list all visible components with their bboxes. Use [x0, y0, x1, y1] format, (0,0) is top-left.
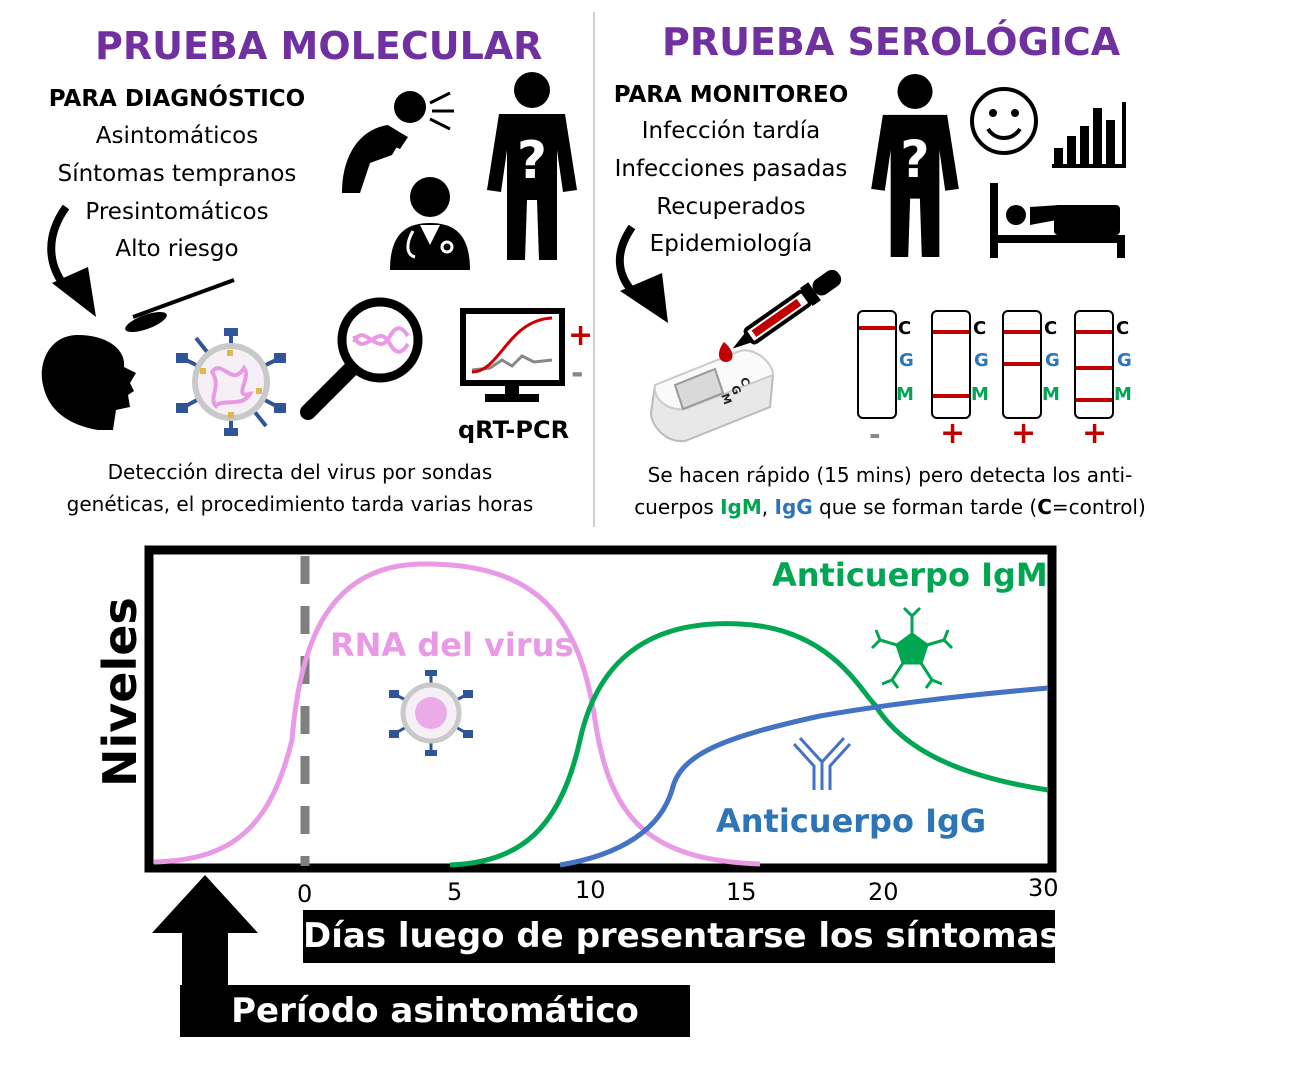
strip-label-m: M [1114, 384, 1132, 405]
strip-label-m: M [1042, 384, 1060, 405]
serological-description-line1: Se hacen rápido (15 mins) pero detecta l… [647, 463, 1133, 487]
rna-curve [153, 561, 761, 867]
strip-label-g: G [1045, 350, 1060, 371]
strip-result: + [940, 416, 966, 451]
molecular-subtitle: PARA DIAGNÓSTICO [48, 86, 306, 112]
x-tick: 0 [297, 880, 313, 908]
molecular-item: Asintomáticos [95, 123, 259, 149]
curved-arrow-icon [47, 205, 96, 317]
igm-series-label: Anticuerpo IgM [772, 556, 1048, 594]
strip-label-c: C [1116, 318, 1130, 339]
x-tick: 30 [1028, 874, 1059, 902]
curved-arrow-icon [616, 225, 668, 323]
strip-label-m: M [896, 384, 914, 405]
strip-result: - [869, 418, 881, 451]
x-tick: 10 [575, 876, 606, 904]
nasal-swab-icon [41, 278, 235, 430]
serological-item: Infección tardía [641, 118, 821, 144]
strip-label-c: C [1044, 318, 1058, 339]
igm-line [1076, 398, 1112, 402]
svg-text:G: G [728, 384, 743, 397]
panel-divider [593, 12, 595, 527]
igm-pentamer-icon [870, 606, 954, 689]
serological-description-line2: cuerpos IgM, IgG que se forman tarde (C=… [634, 495, 1146, 519]
molecular-item: Presintomáticos [85, 199, 269, 225]
magnifier-dna-icon [300, 297, 423, 420]
igg-text: IgG [774, 495, 813, 519]
molecular-item: Alto riesgo [115, 236, 239, 262]
unknown-person-icon: ? [487, 72, 577, 260]
virus-icon [176, 328, 286, 436]
igm-text: IgM [720, 495, 762, 519]
bed-icon [990, 183, 1125, 258]
test-strip-igm-positive [931, 310, 971, 419]
x-tick: 5 [447, 878, 463, 906]
test-strip-igg-positive [1002, 310, 1042, 419]
igg-curve [559, 685, 1049, 868]
control-line [1076, 330, 1112, 334]
serological-item: Epidemiología [649, 231, 813, 257]
igg-series-label: Anticuerpo IgG [716, 802, 987, 840]
strip-result: + [1011, 416, 1037, 451]
control-line [933, 330, 969, 334]
igg-antibody-icon [792, 736, 852, 790]
svg-text:?: ? [900, 130, 929, 189]
molecular-title: PRUEBA MOLECULAR [95, 24, 543, 68]
y-axis-label: Niveles [93, 597, 147, 787]
test-strip-negative [857, 310, 897, 419]
svg-text:?: ? [517, 131, 547, 191]
control-line [859, 326, 895, 330]
control-letter: C [1037, 495, 1052, 519]
test-strip-both-positive [1074, 310, 1114, 419]
x-tick: 20 [868, 878, 899, 906]
asymptomatic-period-label: Período asintomático [180, 985, 690, 1037]
unknown-person-icon: ? [871, 73, 959, 257]
pcr-minus: - [571, 356, 584, 391]
rapid-test-cassette-icon: C G M [649, 349, 775, 443]
igg-line [1004, 362, 1040, 366]
igg-line [1076, 366, 1112, 370]
strip-label-g: G [974, 350, 989, 371]
strip-label-m: M [971, 384, 989, 405]
strip-label-c: C [898, 318, 912, 339]
x-tick: 15 [726, 878, 757, 906]
virus-icon [389, 670, 473, 756]
igm-curve [449, 621, 1049, 868]
strip-label-g: G [1117, 350, 1132, 371]
molecular-description-line1: Detección directa del virus por sondas [107, 460, 493, 484]
igm-line [933, 394, 969, 398]
molecular-description-line2: genéticas, el procedimiento tarda varias… [66, 492, 534, 516]
serological-item: Infecciones pasadas [614, 156, 848, 182]
x-axis-label: Días luego de presentarse los síntomas [303, 910, 1060, 963]
pcr-label: qRT-PCR [458, 416, 570, 444]
serological-item: Recuperados [656, 194, 806, 220]
rna-series-label: RNA del virus [330, 626, 574, 664]
bar-chart-icon [1052, 102, 1126, 168]
molecular-item: Síntomas tempranos [57, 161, 297, 187]
pcr-plus: + [568, 318, 594, 353]
smiley-icon [970, 87, 1038, 155]
strip-label-c: C [973, 318, 987, 339]
strip-label-g: G [899, 350, 914, 371]
control-line [1004, 330, 1040, 334]
coughing-person-icon [342, 91, 454, 193]
serological-title: PRUEBA SEROLÓGICA [662, 20, 1121, 64]
asymptomatic-arrow-icon [152, 875, 258, 1035]
chart-frame [144, 545, 1057, 873]
doctor-icon [390, 177, 470, 270]
serological-subtitle: PARA MONITOREO [613, 82, 849, 108]
strip-result: + [1082, 416, 1108, 451]
blood-dropper-icon [718, 269, 842, 362]
svg-text:M: M [718, 392, 734, 407]
pcr-monitor-icon [460, 308, 565, 402]
